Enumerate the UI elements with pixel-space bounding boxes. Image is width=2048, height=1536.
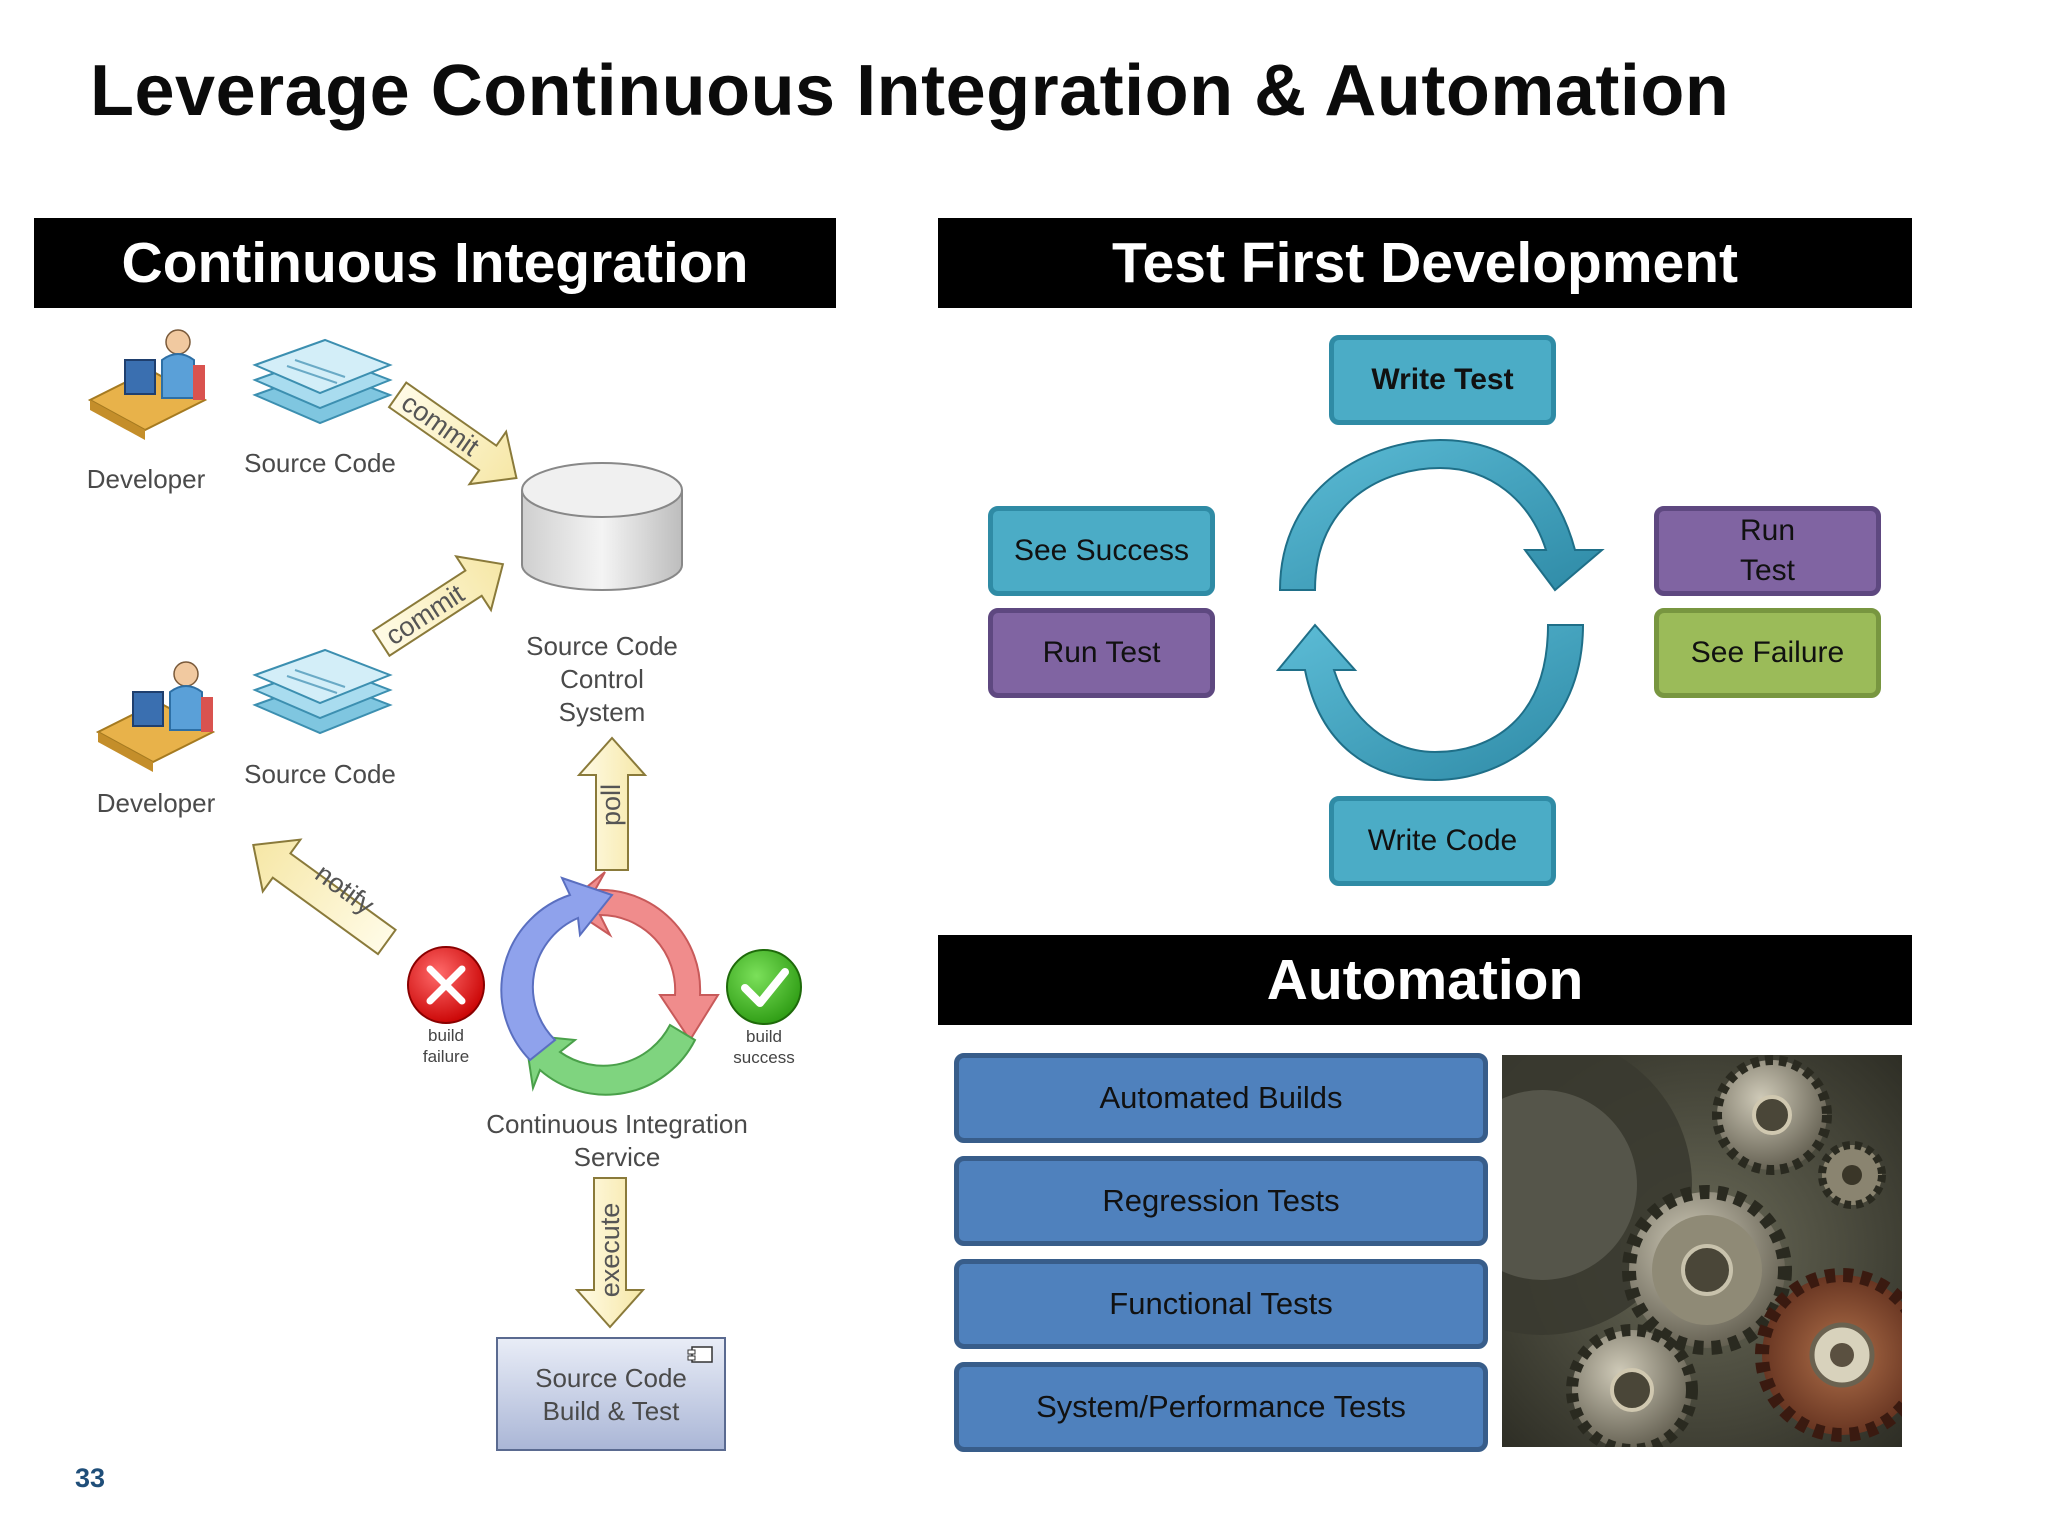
build-failure-label-2: failure: [423, 1047, 469, 1066]
run-test-left-box: Run Test: [988, 608, 1215, 698]
build-test-box: Source Code Build & Test: [496, 1337, 726, 1451]
developer-icon: [95, 661, 216, 772]
scm-label-line-2: Control: [560, 664, 644, 694]
ci-header: Continuous Integration: [34, 218, 836, 308]
see-failure-box: See Failure: [1654, 608, 1881, 698]
build-failure-icon: [407, 946, 485, 1024]
ci-cycle-icon: [500, 871, 720, 1096]
build-test-label-1: Source Code: [535, 1363, 687, 1393]
see-success-box: See Success: [988, 506, 1215, 596]
commit-arrow: commit: [371, 555, 505, 658]
developer-icon: [87, 329, 208, 440]
slide-title: Leverage Continuous Integration & Automa…: [90, 51, 1730, 131]
build-success-label-1: build: [746, 1027, 782, 1046]
build-success-icon: [726, 949, 802, 1025]
build-success-label-2: success: [733, 1048, 794, 1067]
developer-label: Developer: [87, 464, 206, 494]
automation-item: Regression Tests: [954, 1156, 1488, 1246]
cycle-arrow-bottom: [1275, 623, 1585, 782]
ci-service-label-2: Service: [574, 1142, 661, 1172]
execute-label: execute: [595, 1203, 625, 1298]
execute-arrow: execute: [574, 1177, 646, 1329]
write-code-box: Write Code: [1329, 796, 1556, 886]
commit-arrow: commit: [387, 381, 518, 486]
gears-image: [1502, 1055, 1902, 1447]
poll-arrow: poll: [576, 736, 648, 871]
run-test-right-line-1: Run: [1739, 513, 1796, 547]
developer-label: Developer: [97, 788, 216, 818]
page-number: 33: [75, 1463, 106, 1493]
automation-item: Functional Tests: [954, 1259, 1488, 1349]
run-test-right-line-2: Test: [1739, 554, 1796, 587]
poll-label: poll: [596, 784, 626, 826]
automation-item: System/Performance Tests: [954, 1362, 1488, 1452]
commit-label: commit: [396, 387, 485, 462]
document-stack-icon: [252, 648, 393, 735]
run-test-right-box: Run Test: [1654, 506, 1881, 596]
tfd-header: Test First Development: [938, 218, 1912, 308]
automation-item: Automated Builds: [954, 1053, 1488, 1143]
scm-label-line-1: Source Code: [526, 631, 678, 661]
notify-arrow: notify: [252, 838, 397, 956]
tfd-cycle-icon: [1275, 438, 1605, 782]
write-test-box: Write Test: [1329, 335, 1556, 425]
database-icon: [521, 462, 683, 591]
commit-label: commit: [380, 578, 470, 651]
scm-label-line-3: System: [559, 697, 646, 727]
build-failure-label-1: build: [428, 1026, 464, 1045]
ci-diagram: Developer Developer Source Code Source C…: [87, 329, 802, 1451]
automation-header: Automation: [938, 935, 1912, 1025]
source-code-label: Source Code: [244, 448, 396, 478]
ci-service-label-1: Continuous Integration: [486, 1109, 748, 1139]
source-code-label: Source Code: [244, 759, 396, 789]
cycle-arrow-top: [1278, 438, 1605, 592]
build-test-label-2: Build & Test: [543, 1396, 681, 1426]
document-stack-icon: [252, 338, 393, 425]
